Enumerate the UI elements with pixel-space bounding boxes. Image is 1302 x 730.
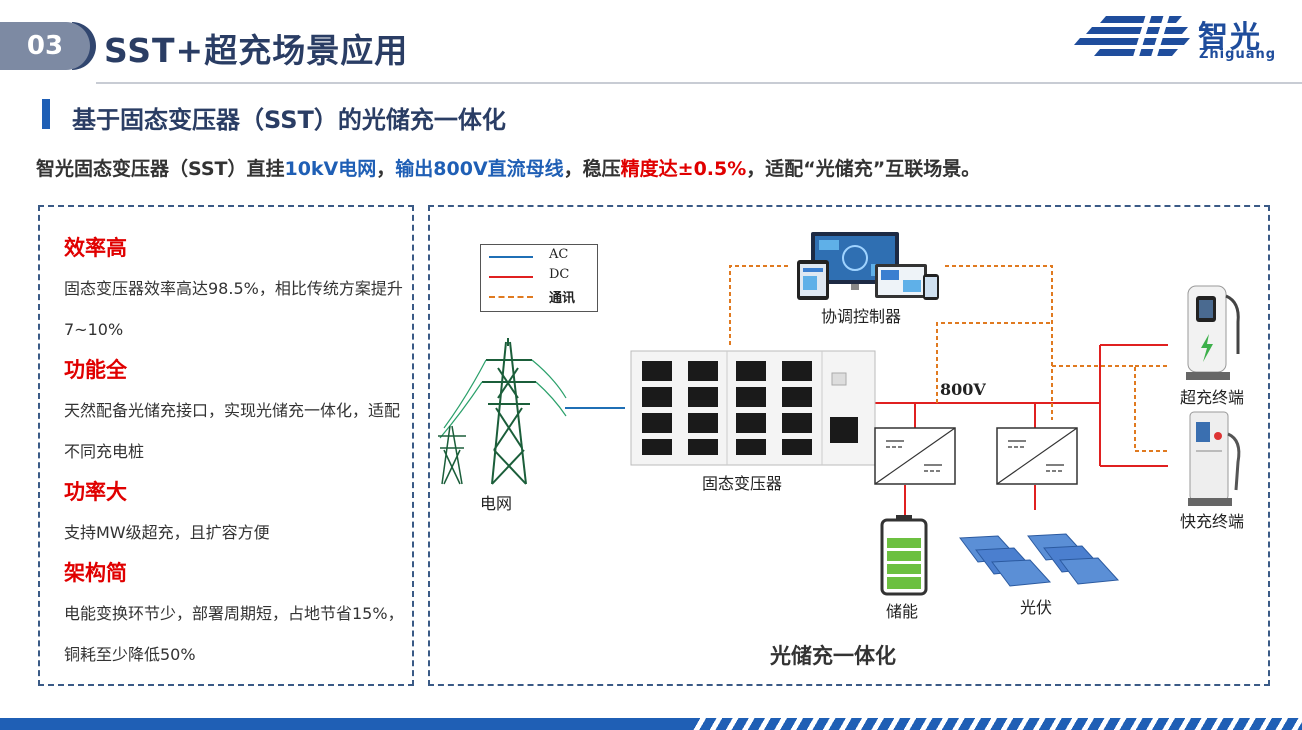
pv-label: 光伏 xyxy=(1020,598,1053,617)
header-divider xyxy=(96,82,1302,84)
legend-comm-label: 通讯 xyxy=(549,291,576,306)
legend-ac-label: AC xyxy=(549,247,569,262)
diagram-legend: AC DC 通讯 xyxy=(480,244,598,312)
diagram-caption: 光储充一体化 xyxy=(770,644,896,668)
legend-comm-swatch xyxy=(489,296,533,298)
summary-highlight-bus: 输出800V直流母线 xyxy=(395,158,564,180)
fast-charger-label: 快充终端 xyxy=(1180,512,1245,531)
summary-highlight-precision: 精度达±0.5% xyxy=(620,158,747,180)
section-number-badge: 03 xyxy=(0,22,90,70)
feature-title: 架构简 xyxy=(64,561,127,585)
page-title: SST+超充场景应用 xyxy=(104,31,409,70)
legend-dc-label: DC xyxy=(549,267,570,282)
feature-text: 固态变压器效率高达98.5%，相比传统方案提升7~10% xyxy=(64,279,403,339)
footer-stripes xyxy=(690,718,1302,730)
zhiguang-logo-mark-icon xyxy=(1074,14,1190,60)
grid-label: 电网 xyxy=(480,494,513,513)
sst-cabinet-icon xyxy=(630,350,876,466)
features-panel xyxy=(38,205,414,686)
summary-part: ，稳压 xyxy=(563,158,621,180)
feature-title: 效率高 xyxy=(64,236,127,260)
summary-highlight-grid: 10kV电网 xyxy=(284,158,377,180)
storage-label: 储能 xyxy=(886,602,919,621)
legend-ac-swatch xyxy=(489,256,533,258)
footer-bar xyxy=(0,718,690,730)
legend-dc-swatch xyxy=(489,276,533,278)
storage-converter-icon xyxy=(874,427,956,485)
summary-part: ，适配“光储充”互联场景。 xyxy=(746,158,981,180)
legend-ac: AC xyxy=(489,247,593,265)
sst-label: 固态变压器 xyxy=(702,474,783,493)
logo-english-text: Zhiguang xyxy=(1199,47,1277,62)
bus-voltage-label: 800V xyxy=(940,380,986,399)
fast-charger-icon xyxy=(1188,411,1241,506)
legend-dc: DC xyxy=(489,267,593,285)
legend-comm: 通讯 xyxy=(489,287,593,306)
super-charger-label: 超充终端 xyxy=(1180,388,1245,407)
solar-panel-left xyxy=(959,535,1052,587)
section-number: 03 xyxy=(26,31,64,61)
controller-label: 协调控制器 xyxy=(821,307,902,326)
section-accent-bar xyxy=(42,99,50,129)
feature-title: 功率大 xyxy=(64,480,127,504)
feature-text: 支持MW级超充，且扩容方便 xyxy=(64,523,270,542)
pv-converter-icon xyxy=(996,427,1078,485)
controller-monitors-icon xyxy=(797,232,939,300)
summary-text: 智光固态变压器（SST）直挂10kV电网，输出800V直流母线，稳压精度达±0.… xyxy=(36,154,980,181)
diagram-panel xyxy=(428,205,1270,686)
battery-storage-icon xyxy=(880,515,928,596)
comm-lines xyxy=(729,265,1168,452)
dc-bus-lines xyxy=(875,344,1168,515)
feature-title: 功能全 xyxy=(64,358,127,382)
summary-part: ， xyxy=(376,158,396,180)
solar-panel-right xyxy=(1027,533,1120,585)
solar-panels-icon xyxy=(959,533,1120,587)
section-title: 基于固态变压器（SST）的光储充一体化 xyxy=(72,106,506,134)
super-charger-icon xyxy=(1186,285,1240,380)
summary-part: 智光固态变压器（SST）直挂 xyxy=(36,158,285,180)
power-grid-tower-icon xyxy=(438,338,567,485)
logo-chinese-text: 智光 xyxy=(1198,20,1262,55)
feature-text: 电能变换环节少，部署周期短，占地节省15%，铜耗至少降低50% xyxy=(64,604,404,664)
feature-text: 天然配备光储充接口，实现光储充一体化，适配不同充电桩 xyxy=(64,401,401,461)
